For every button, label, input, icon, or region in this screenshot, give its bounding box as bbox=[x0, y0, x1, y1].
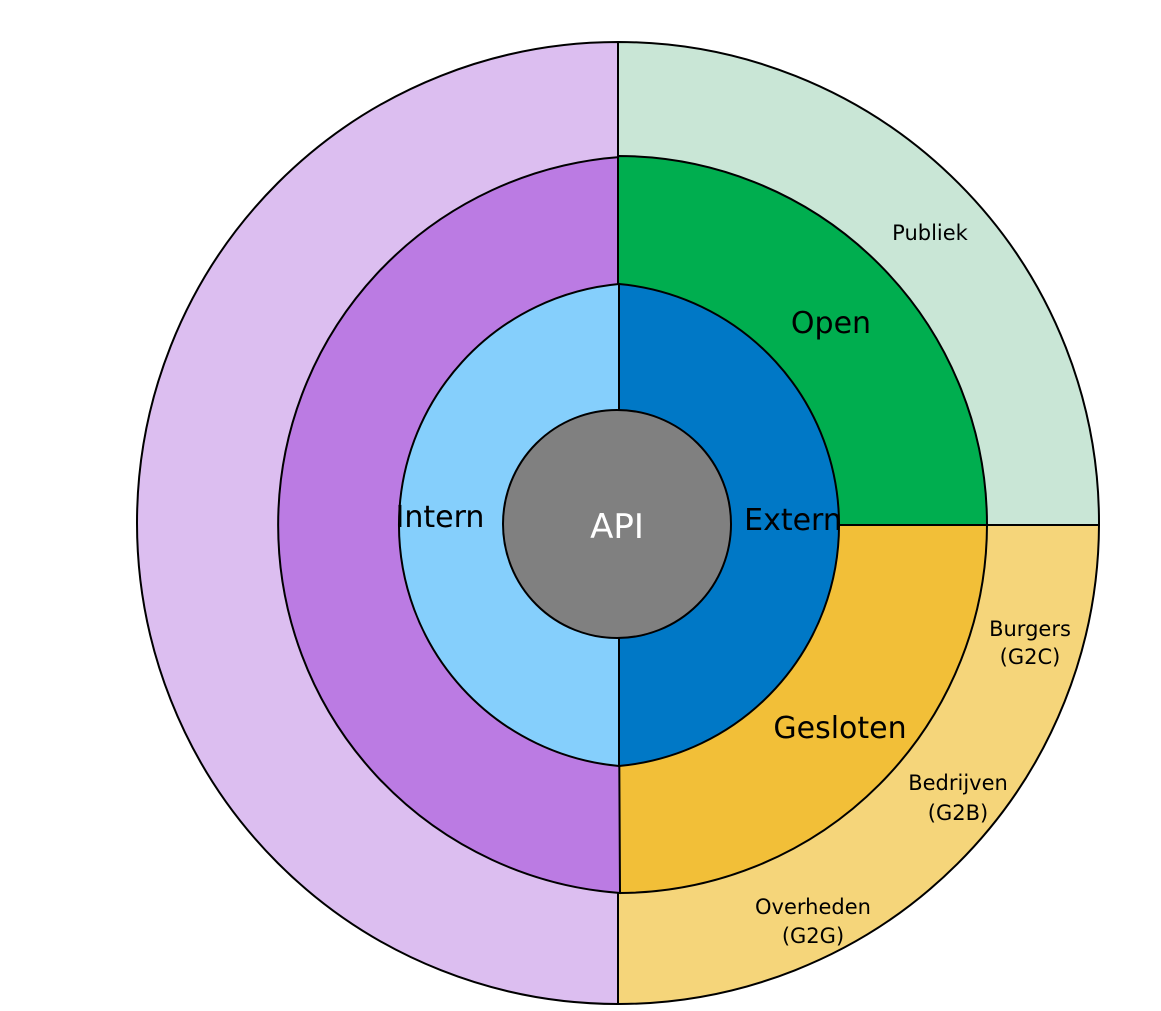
publiek-label: Publiek bbox=[892, 221, 969, 245]
api-label: API bbox=[590, 507, 644, 547]
api-center-circle bbox=[502, 409, 732, 639]
bedrijven-label: Bedrijven bbox=[908, 771, 1008, 795]
bedrijven-code-label: (G2B) bbox=[928, 801, 988, 825]
burgers-label: Burgers bbox=[989, 617, 1071, 641]
extern-label: Extern bbox=[744, 503, 842, 538]
overheden-code-label: (G2G) bbox=[782, 924, 844, 948]
intern-label: Intern bbox=[396, 500, 485, 535]
burgers-code-label: (G2C) bbox=[1000, 645, 1061, 669]
open-label: Open bbox=[791, 306, 871, 341]
overheden-label: Overheden bbox=[755, 895, 871, 919]
gesloten-label: Gesloten bbox=[773, 711, 906, 746]
